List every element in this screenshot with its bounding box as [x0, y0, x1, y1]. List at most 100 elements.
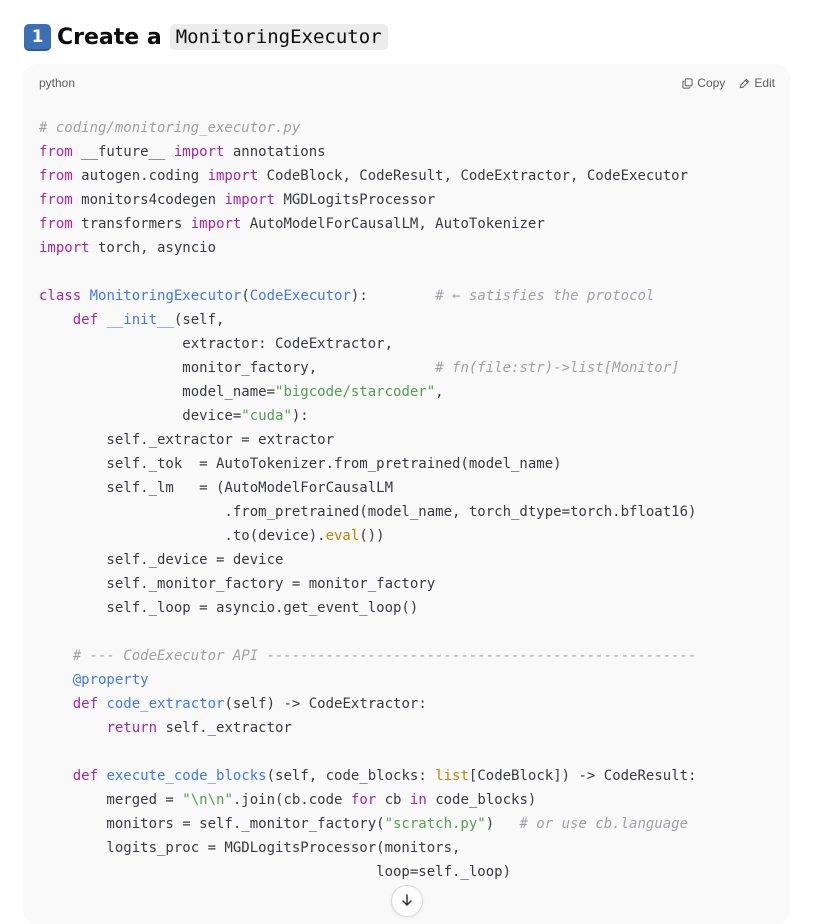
- code-token: self._loop = asyncio.get_event_loop(): [39, 600, 419, 616]
- edit-icon: [739, 78, 750, 89]
- code-line: self._loop = asyncio.get_event_loop(): [39, 596, 696, 620]
- code-line: self._lm = (AutoModelForCausalLM: [39, 476, 696, 500]
- code-token: AutoModelForCausalLM, AutoTokenizer: [241, 216, 545, 232]
- code-token: from: [39, 144, 73, 160]
- code-token: (self, code_blocks:: [266, 768, 436, 784]
- code-token: # coding/monitoring_executor.py: [39, 120, 301, 136]
- code-token: self._device = device: [39, 552, 284, 568]
- code-token: return: [106, 720, 158, 736]
- number-badge: 1: [24, 23, 51, 51]
- code-line: self._monitor_factory = monitor_factory: [39, 572, 696, 596]
- code-token: __init__: [106, 312, 174, 328]
- code-token: ): [485, 816, 520, 832]
- code-token: [39, 696, 73, 712]
- code-token: device=: [39, 408, 242, 424]
- code-token: CodeBlock, CodeResult, CodeExtractor, Co…: [258, 168, 689, 184]
- code-token: import: [39, 240, 90, 256]
- code-token: MGDLogitsProcessor: [275, 192, 436, 208]
- code-token: from: [39, 192, 73, 208]
- code-token: "\n\n": [182, 792, 233, 808]
- code-token: MonitoringExecutor: [89, 288, 242, 304]
- copy-button[interactable]: Copy: [682, 76, 725, 90]
- code-token: (: [241, 288, 250, 304]
- code-token: CodeExecutor: [249, 288, 351, 304]
- code-token: monitor_factory,: [39, 360, 436, 376]
- code-token: .join(cb.code: [232, 792, 351, 808]
- code-token: cb: [376, 792, 410, 808]
- code-token: # --- CodeExecutor API -----------------…: [72, 648, 697, 664]
- code-token: def: [72, 768, 99, 784]
- code-token: self._extractor = extractor: [39, 432, 335, 448]
- code-token: import: [190, 216, 242, 232]
- code-token: ()): [359, 528, 385, 544]
- code-token: merged =: [39, 792, 183, 808]
- code-line: import torch, asyncio: [39, 236, 696, 260]
- copy-label: Copy: [697, 76, 726, 90]
- code-token: .from_pretrained(model_name, torch_dtype…: [39, 504, 697, 520]
- edit-label: Edit: [754, 76, 775, 90]
- code-token: annotations: [224, 144, 326, 160]
- code-token: execute_code_blocks: [106, 768, 267, 784]
- code-token: (self,: [173, 312, 225, 328]
- code-token: # fn(file:str)->list[Monitor]: [435, 360, 680, 376]
- code-line: .to(device).eval()): [39, 524, 696, 548]
- code-line: from transformers import AutoModelForCau…: [39, 212, 696, 236]
- code-token: def: [72, 312, 99, 328]
- code-token: torch, asyncio: [89, 240, 217, 256]
- code-token: ):: [291, 408, 309, 424]
- code-token: .to(device).: [39, 528, 326, 544]
- code-token: "scratch.py": [384, 816, 486, 832]
- code-token: class: [39, 288, 82, 304]
- code-token: code_extractor: [106, 696, 225, 712]
- code-line: logits_proc = MGDLogitsProcessor(monitor…: [39, 836, 696, 860]
- code-token: self._extractor: [157, 720, 292, 736]
- code-token: autogen.coding: [72, 168, 208, 184]
- code-token: # ← satisfies the protocol: [435, 288, 655, 304]
- code-token: self._tok = AutoTokenizer.from_pretraine…: [39, 456, 562, 472]
- code-token: "bigcode/starcoder": [275, 384, 436, 400]
- section-heading: 1 Create a MonitoringExecutor: [24, 20, 388, 54]
- code-line: .from_pretrained(model_name, torch_dtype…: [39, 500, 696, 524]
- code-line: def code_extractor(self) -> CodeExtracto…: [39, 692, 696, 716]
- code-line: class MonitoringExecutor(CodeExecutor): …: [39, 284, 696, 308]
- code-token: self._monitor_factory = monitor_factory: [39, 576, 436, 592]
- scroll-down-button[interactable]: [391, 885, 423, 917]
- code-token: __future__: [72, 144, 174, 160]
- code-token: @property: [72, 672, 149, 688]
- code-line: device="cuda"):: [39, 404, 696, 428]
- code-token: extractor: CodeExtractor,: [39, 336, 394, 352]
- code-line: from autogen.coding import CodeBlock, Co…: [39, 164, 696, 188]
- edit-button[interactable]: Edit: [739, 76, 775, 90]
- code-line: from monitors4codegen import MGDLogitsPr…: [39, 188, 696, 212]
- heading-code: MonitoringExecutor: [169, 24, 388, 50]
- code-line: return self._extractor: [39, 716, 696, 740]
- code-line: @property: [39, 668, 696, 692]
- code-line: self._device = device: [39, 548, 696, 572]
- code-line: [39, 740, 696, 764]
- code-line: self._extractor = extractor: [39, 428, 696, 452]
- code-token: list: [435, 768, 469, 784]
- code-token: "cuda": [241, 408, 292, 424]
- code-token: [39, 720, 106, 736]
- code-token: loop=self._loop): [39, 864, 512, 880]
- code-token: (self) -> CodeExtractor:: [224, 696, 427, 712]
- code-token: [39, 312, 73, 328]
- code-token: def: [72, 696, 99, 712]
- code-line: [39, 620, 696, 644]
- heading-text: Create a: [57, 24, 162, 50]
- code-token: for: [350, 792, 377, 808]
- code-token: monitors = self._monitor_factory(: [39, 816, 385, 832]
- code-token: self._lm = (AutoModelForCausalLM: [39, 480, 394, 496]
- copy-icon: [682, 77, 693, 89]
- code-token: code_blocks): [426, 792, 537, 808]
- code-token: [81, 288, 89, 304]
- code-line: def execute_code_blocks(self, code_block…: [39, 764, 697, 788]
- code-token: # or use cb.language: [519, 816, 689, 832]
- code-line: monitor_factory, # fn(file:str)->list[Mo…: [39, 356, 696, 380]
- code-block: python Copy Edit: [23, 64, 790, 924]
- code-line: loop=self._loop): [39, 860, 696, 884]
- code-token: [39, 648, 73, 664]
- code-block-header: python Copy Edit: [23, 64, 790, 102]
- code-line: def __init__(self,: [39, 308, 696, 332]
